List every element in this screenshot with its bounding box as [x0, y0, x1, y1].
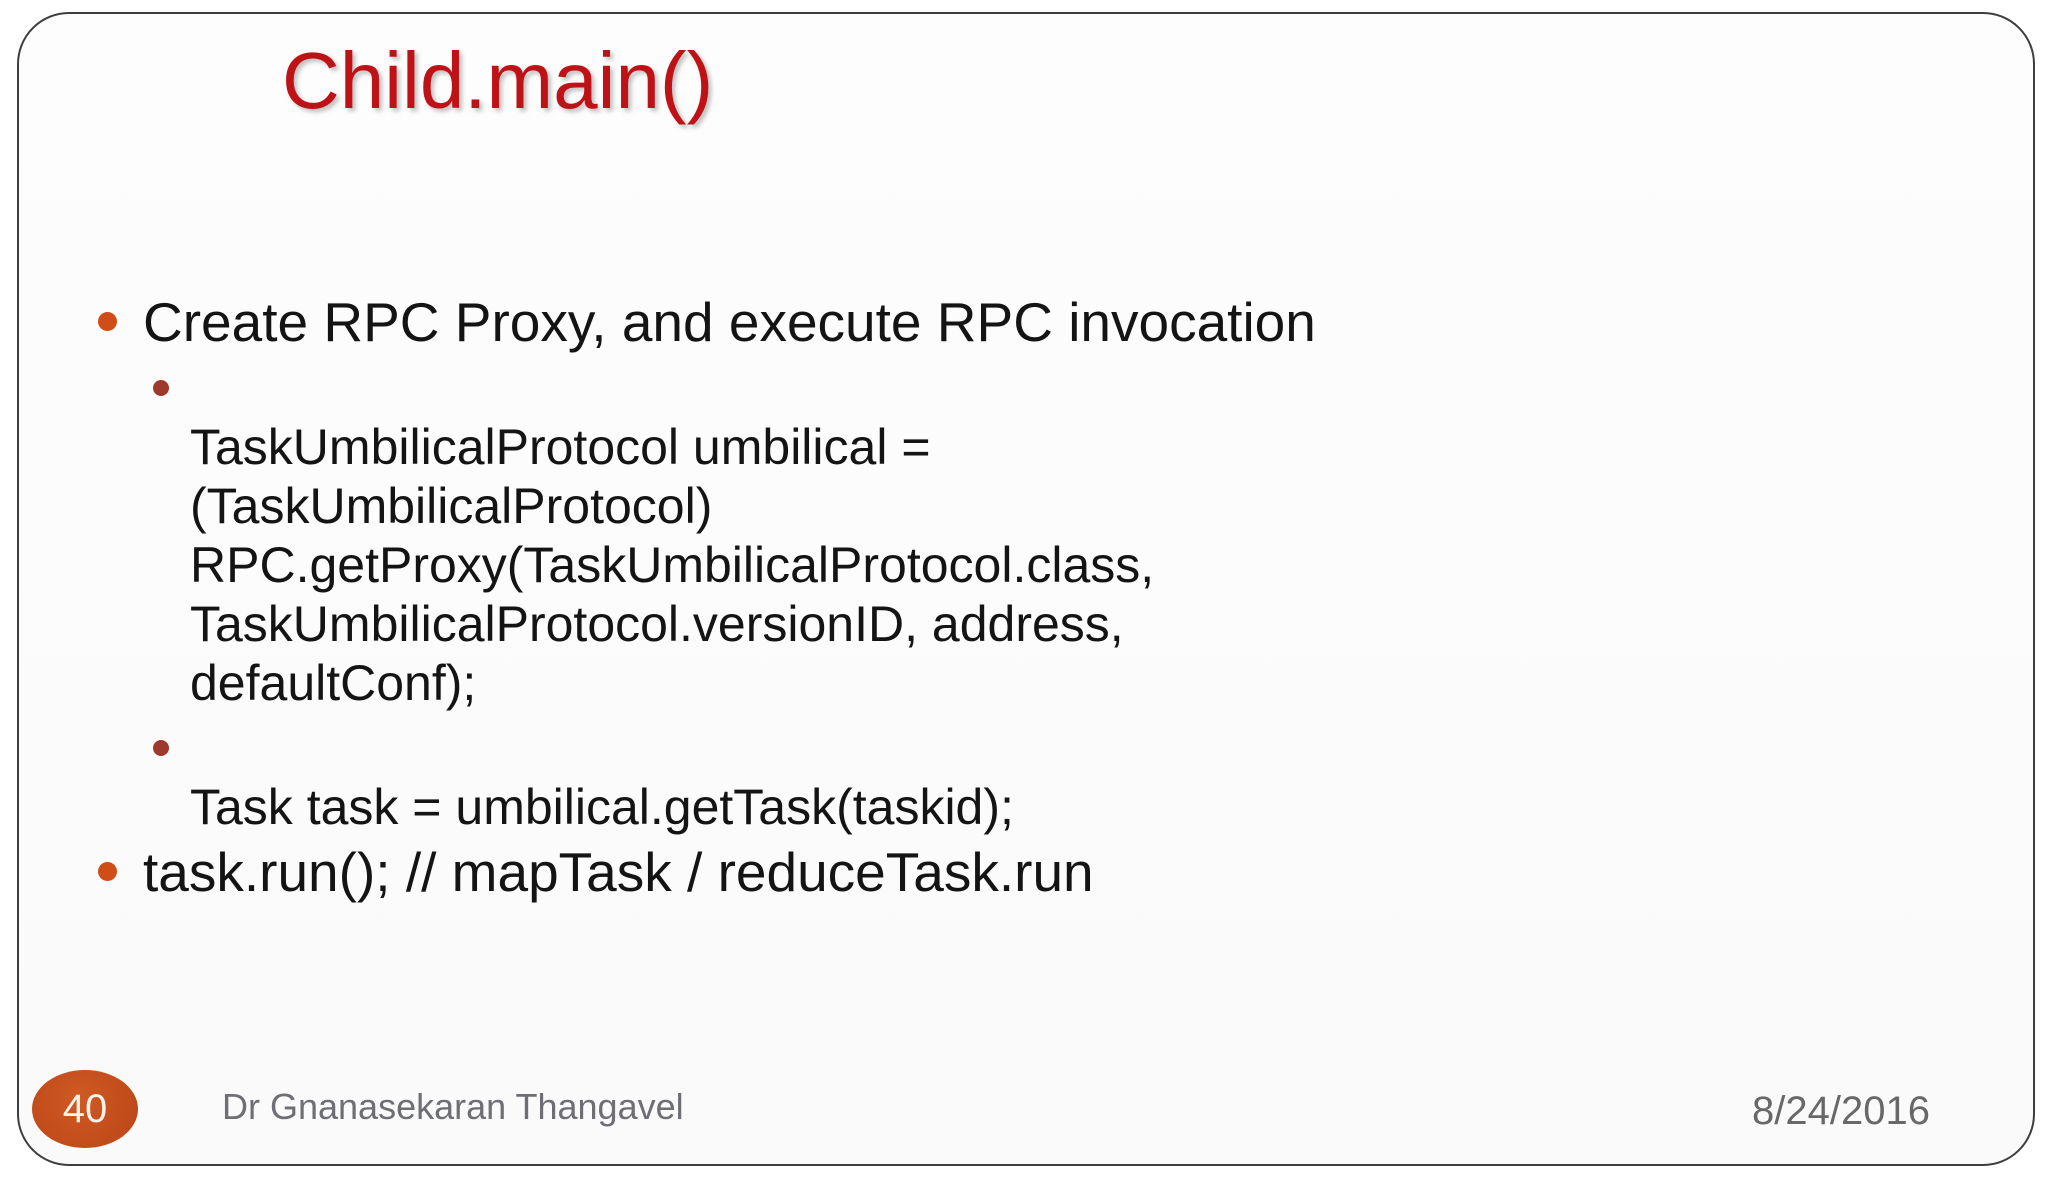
sub-bullet-dot-icon	[153, 740, 169, 756]
bullet-item: task.run(); // mapTask / reduceTask.run	[98, 840, 1528, 904]
bullet-line: Create RPC Proxy, and execute RPC invoca…	[98, 290, 1528, 354]
sub-bullet-dot-icon	[153, 380, 169, 396]
bullet-dot-icon	[98, 312, 117, 331]
sub-bullet-text: TaskUmbilicalProtocol umbilical = (TaskU…	[190, 419, 1155, 711]
sub-bullet-list: TaskUmbilicalProtocol umbilical = (TaskU…	[98, 359, 1528, 837]
bullet-text: task.run(); // mapTask / reduceTask.run	[143, 841, 1094, 903]
page-number-badge: 40	[32, 1070, 138, 1148]
bullet-list: Create RPC Proxy, and execute RPC invoca…	[98, 290, 1528, 904]
sub-bullet-item: Task task = umbilical.getTask(taskid);	[153, 719, 1528, 837]
slide-title: Child.main()	[282, 36, 714, 125]
footer-author: Dr Gnanasekaran Thangavel	[222, 1086, 684, 1127]
page-number: 40	[62, 1086, 108, 1131]
bullet-dot-icon	[98, 862, 117, 881]
footer-date: 8/24/2016	[1752, 1089, 1930, 1133]
slide-border-frame	[17, 12, 2035, 1166]
sub-bullet-item: TaskUmbilicalProtocol umbilical = (TaskU…	[153, 359, 1528, 713]
bullet-line: task.run(); // mapTask / reduceTask.run	[98, 840, 1528, 904]
bullet-item: Create RPC Proxy, and execute RPC invoca…	[98, 290, 1528, 837]
bullet-text: Create RPC Proxy, and execute RPC invoca…	[143, 291, 1316, 353]
sub-bullet-text: Task task = umbilical.getTask(taskid);	[190, 779, 1014, 835]
